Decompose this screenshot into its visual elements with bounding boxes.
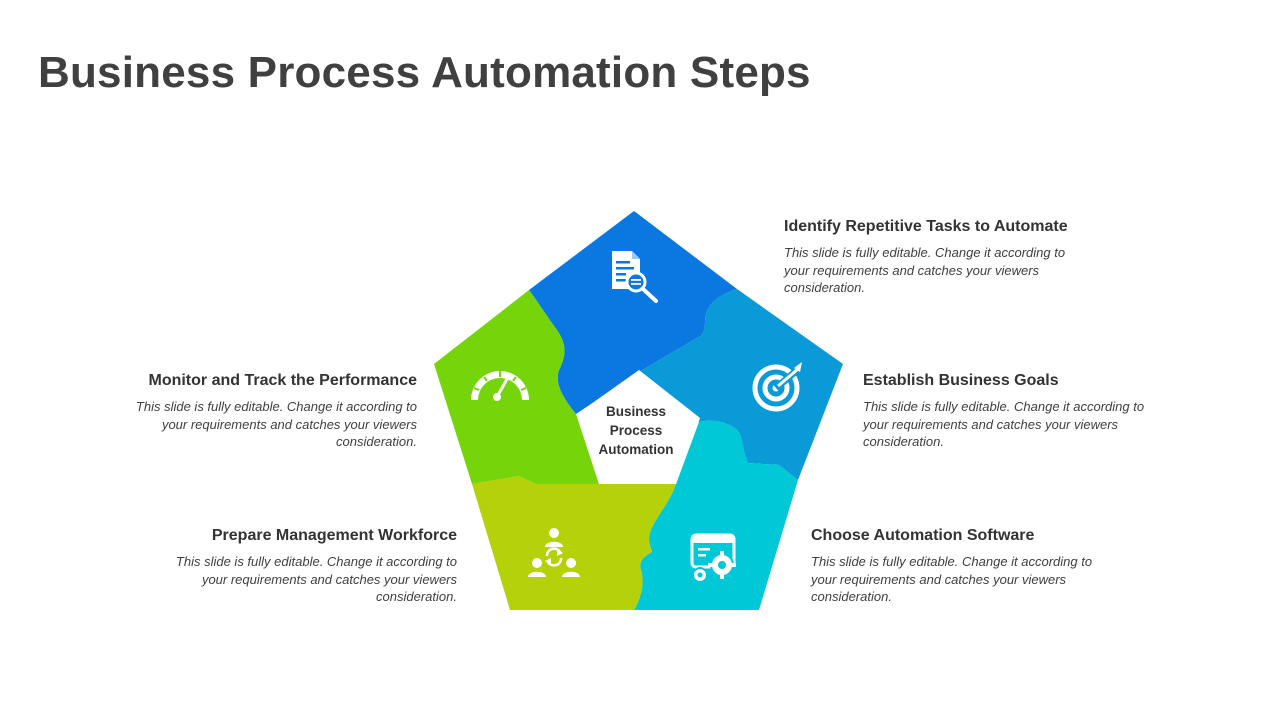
step-title: Establish Business Goals [863, 372, 1059, 389]
team-sync-icon [528, 528, 580, 577]
center-hub [577, 370, 700, 484]
segment-automation-software [634, 420, 798, 610]
speedometer-icon [471, 371, 529, 401]
step-title: Prepare Management Workforce [211, 527, 457, 544]
step-business-goals: Establish Business Goals This slide is f… [863, 372, 1203, 451]
segment-business-goals [639, 289, 843, 480]
step-title: Identify Repetitive Tasks to Automate [784, 218, 1068, 235]
step-title: Monitor and Track the Performance [148, 372, 417, 389]
document-search-icon [612, 251, 658, 303]
step-title: Choose Automation Software [811, 527, 1035, 544]
target-icon [752, 362, 802, 412]
step-description: This slide is fully editable. Change it … [863, 399, 1145, 449]
step-description: This slide is fully editable. Change it … [135, 399, 417, 449]
software-gears-icon [690, 533, 736, 583]
center-label-line: Business [605, 404, 667, 419]
step-description: This slide is fully editable. Change it … [784, 245, 1066, 295]
page-title: Business Process Automation Steps [38, 48, 811, 97]
step-identify-tasks: Identify Repetitive Tasks to Automate Th… [784, 218, 1124, 297]
segment-identify-tasks [529, 211, 737, 414]
segment-monitor-performance [434, 290, 599, 484]
center-label-line: Process [609, 423, 663, 438]
step-monitor-performance: Monitor and Track the Performance This s… [77, 372, 417, 451]
step-automation-software: Choose Automation Software This slide is… [811, 527, 1151, 606]
center-label-line: Automation [598, 442, 674, 457]
segment-management-workforce [472, 476, 676, 610]
step-description: This slide is fully editable. Change it … [175, 554, 457, 604]
step-management-workforce: Prepare Management Workforce This slide … [117, 527, 457, 606]
step-description: This slide is fully editable. Change it … [811, 554, 1093, 604]
center-label: Business Process Automation [586, 402, 686, 459]
